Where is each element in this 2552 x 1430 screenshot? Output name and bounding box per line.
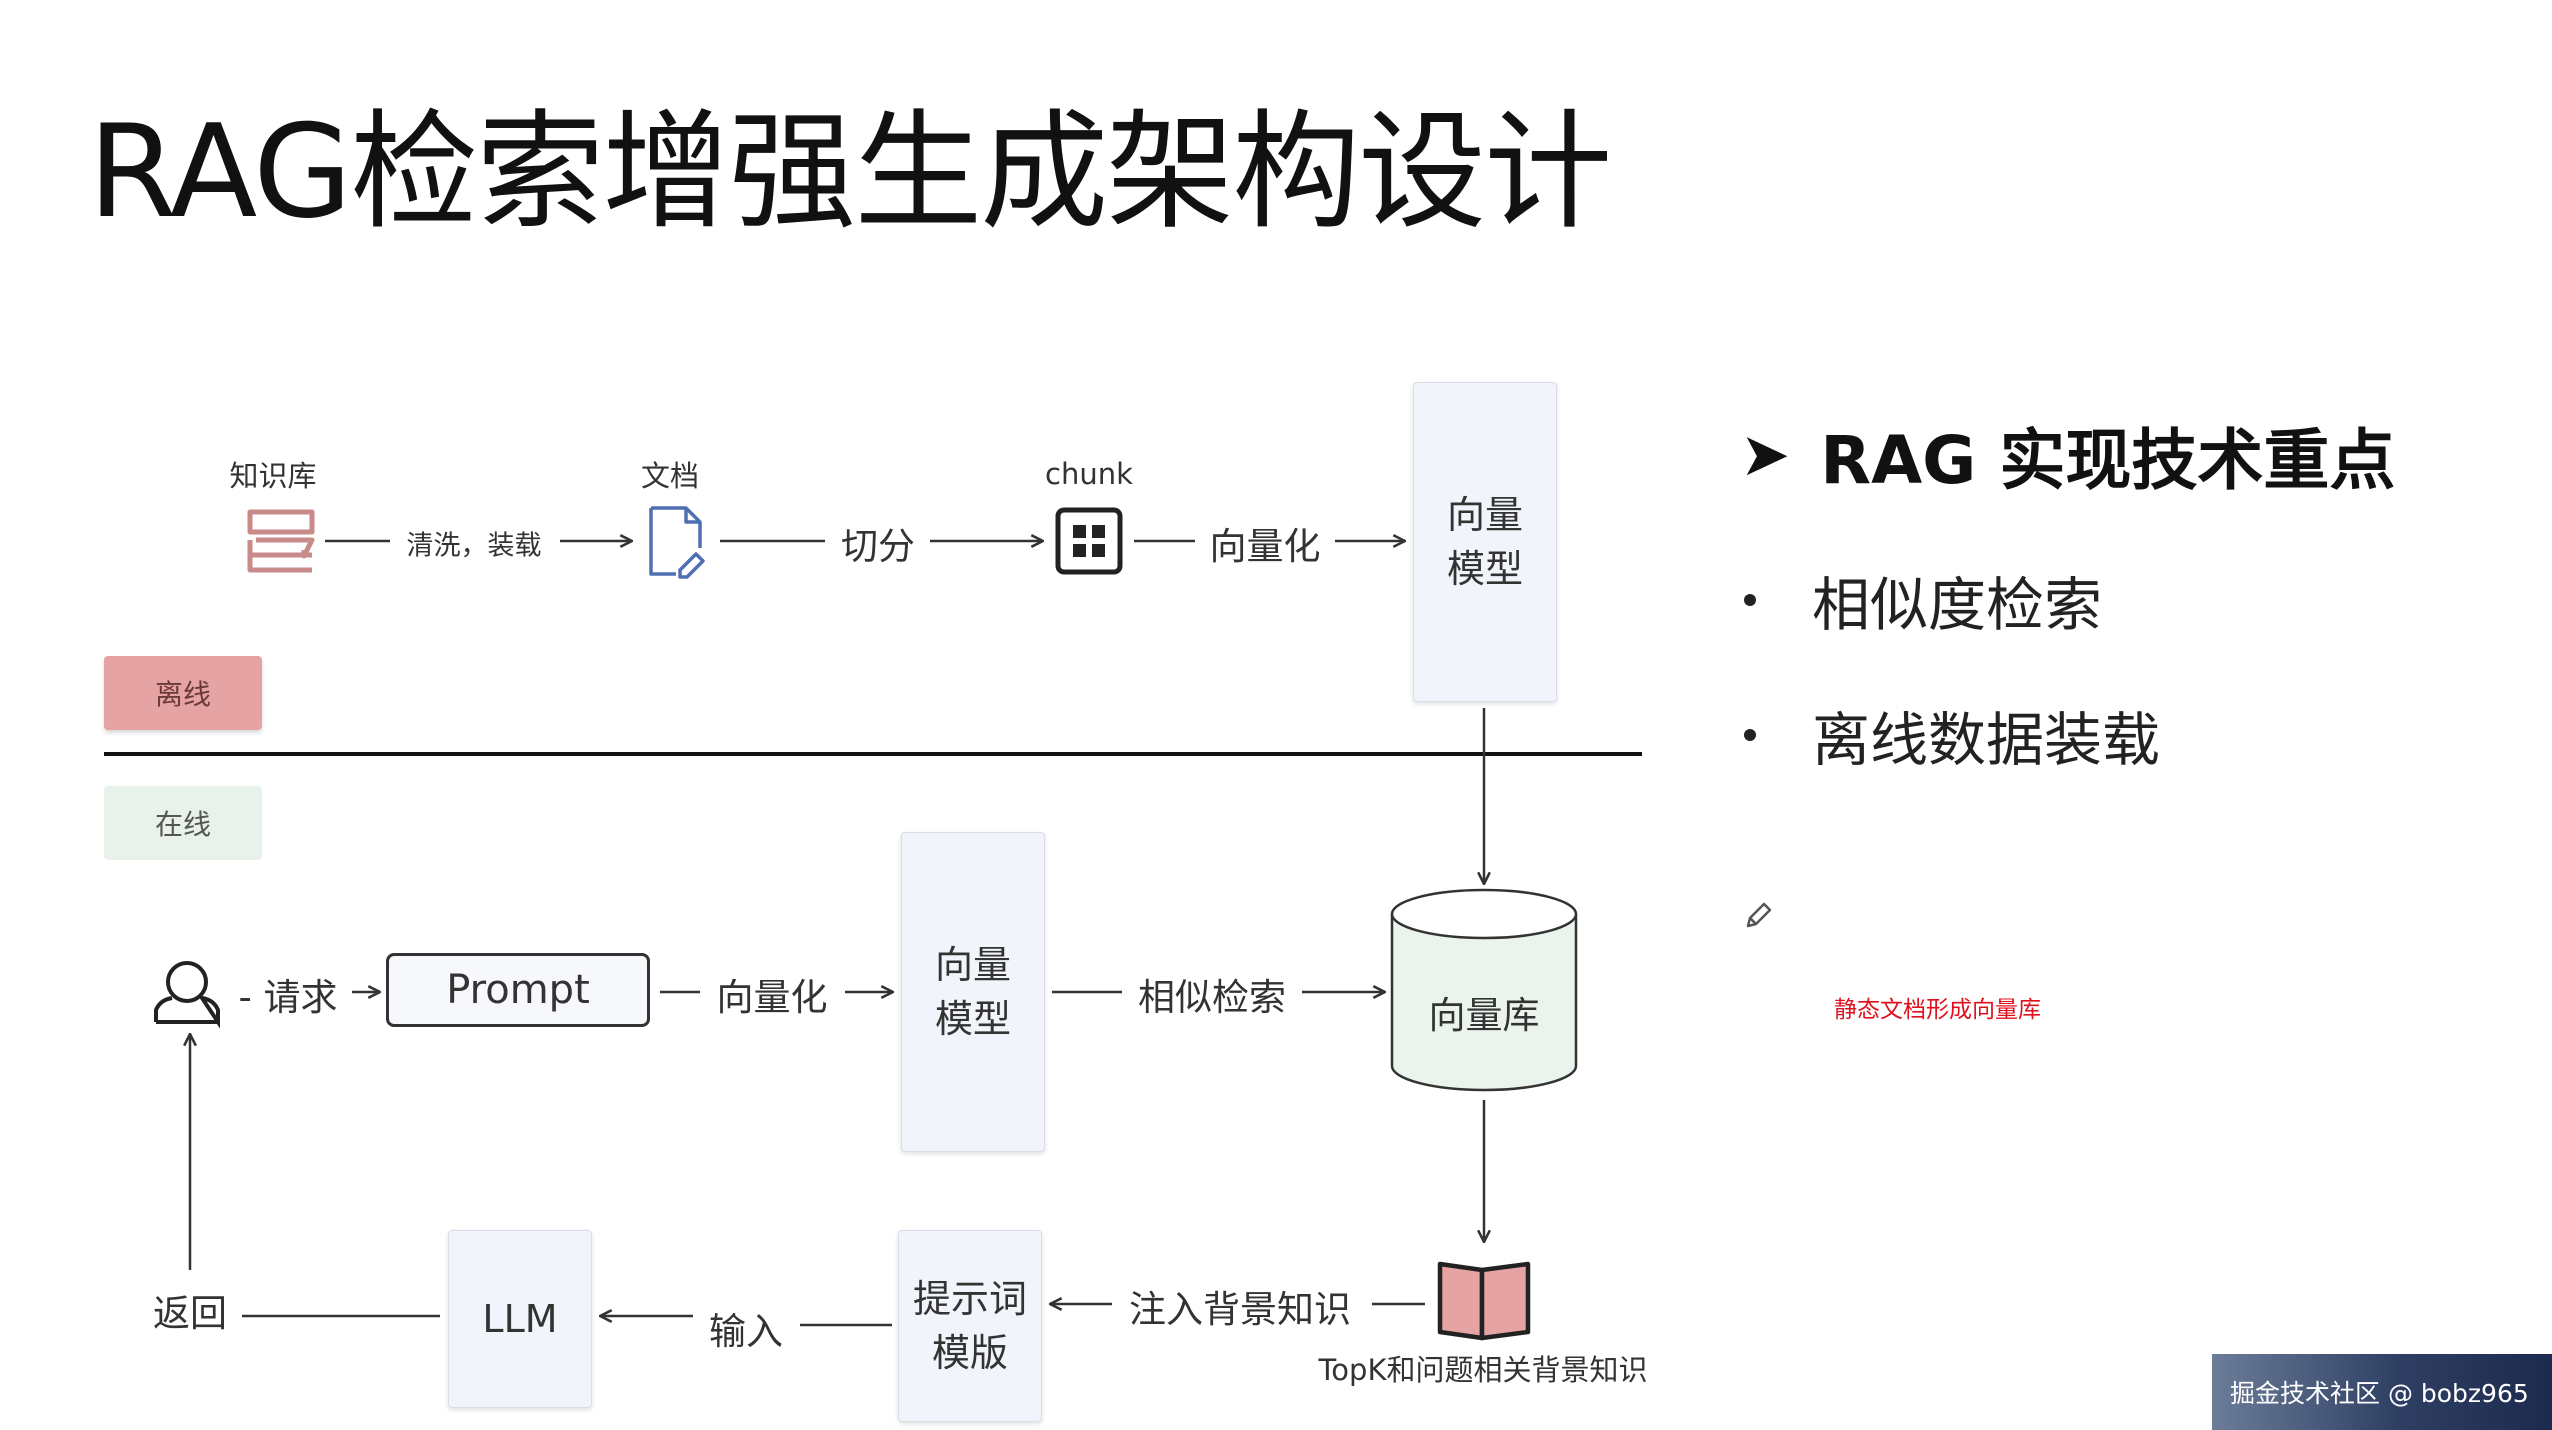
arrow-right-icon: ➤ [1740,420,1791,490]
online-model-line2: 模型 [934,997,1011,1041]
bullet-dot [1744,594,1756,606]
online-model-line1: 向量 [934,943,1011,987]
user-icon [154,961,220,1029]
online-vector-model-box: 向量模型 [901,832,1045,1152]
step-inject-label: 注入背景知识 [1129,1288,1351,1331]
topk-label: TopK和问题相关背景知识 [1318,1353,1648,1387]
llm-box: LLM [448,1230,592,1408]
prompt-template-box: 提示词模版 [898,1230,1042,1422]
online-tag: 在线 [104,786,262,860]
step-request-label: - 请求 [238,976,338,1019]
document-label: 文档 [640,459,700,493]
open-book-icon [1437,1261,1531,1341]
bullet-item-offline-loading: 离线数据装载 [1740,693,2160,777]
watermark: 掘金技术社区 @ bobz965 [2212,1354,2552,1430]
step-split-label: 切分 [841,525,915,568]
step-vectorize-label: 向量化 [1209,525,1321,568]
bullet-text: 相似度检索 [1812,571,2103,639]
grid-icon [1055,507,1123,575]
offline-tag: 离线 [104,656,262,730]
vector-db-label: 向量库 [1428,994,1540,1037]
page-title: RAG检索增强生成架构设计 [88,98,1612,247]
offline-model-line2: 模型 [1446,547,1523,591]
key-points-heading-text: RAG 实现技术重点 [1820,422,2396,499]
document-edit-icon [649,506,705,579]
online-step-vectorize-label: 向量化 [716,976,828,1019]
template-line2: 模版 [931,1331,1008,1375]
prompt-box: Prompt [386,953,650,1027]
return-label: 返回 [153,1292,227,1335]
step-input-label: 输入 [709,1310,783,1353]
step-similarity-label: 相似检索 [1138,976,1286,1019]
template-line1: 提示词 [912,1277,1027,1321]
bullet-text: 离线数据装载 [1812,706,2161,774]
step-clean-label: 清洗，装载 [406,530,542,562]
key-points-heading: ➤ RAG 实现技术重点 [1740,407,2395,503]
annotation-note: 静态文档形成向量库 [1834,997,2041,1023]
chunk-label: chunk [1045,457,1133,491]
database-icon [1390,888,1578,1092]
offline-model-line1: 向量 [1446,493,1523,537]
bullet-dot [1744,729,1756,741]
knowledge-base-label: 知识库 [229,459,317,493]
books-icon [247,509,315,573]
pencil-icon[interactable] [1740,898,1776,934]
bullet-item-similarity: 相似度检索 [1740,558,2102,642]
offline-vector-model-box: 向量模型 [1413,382,1557,702]
